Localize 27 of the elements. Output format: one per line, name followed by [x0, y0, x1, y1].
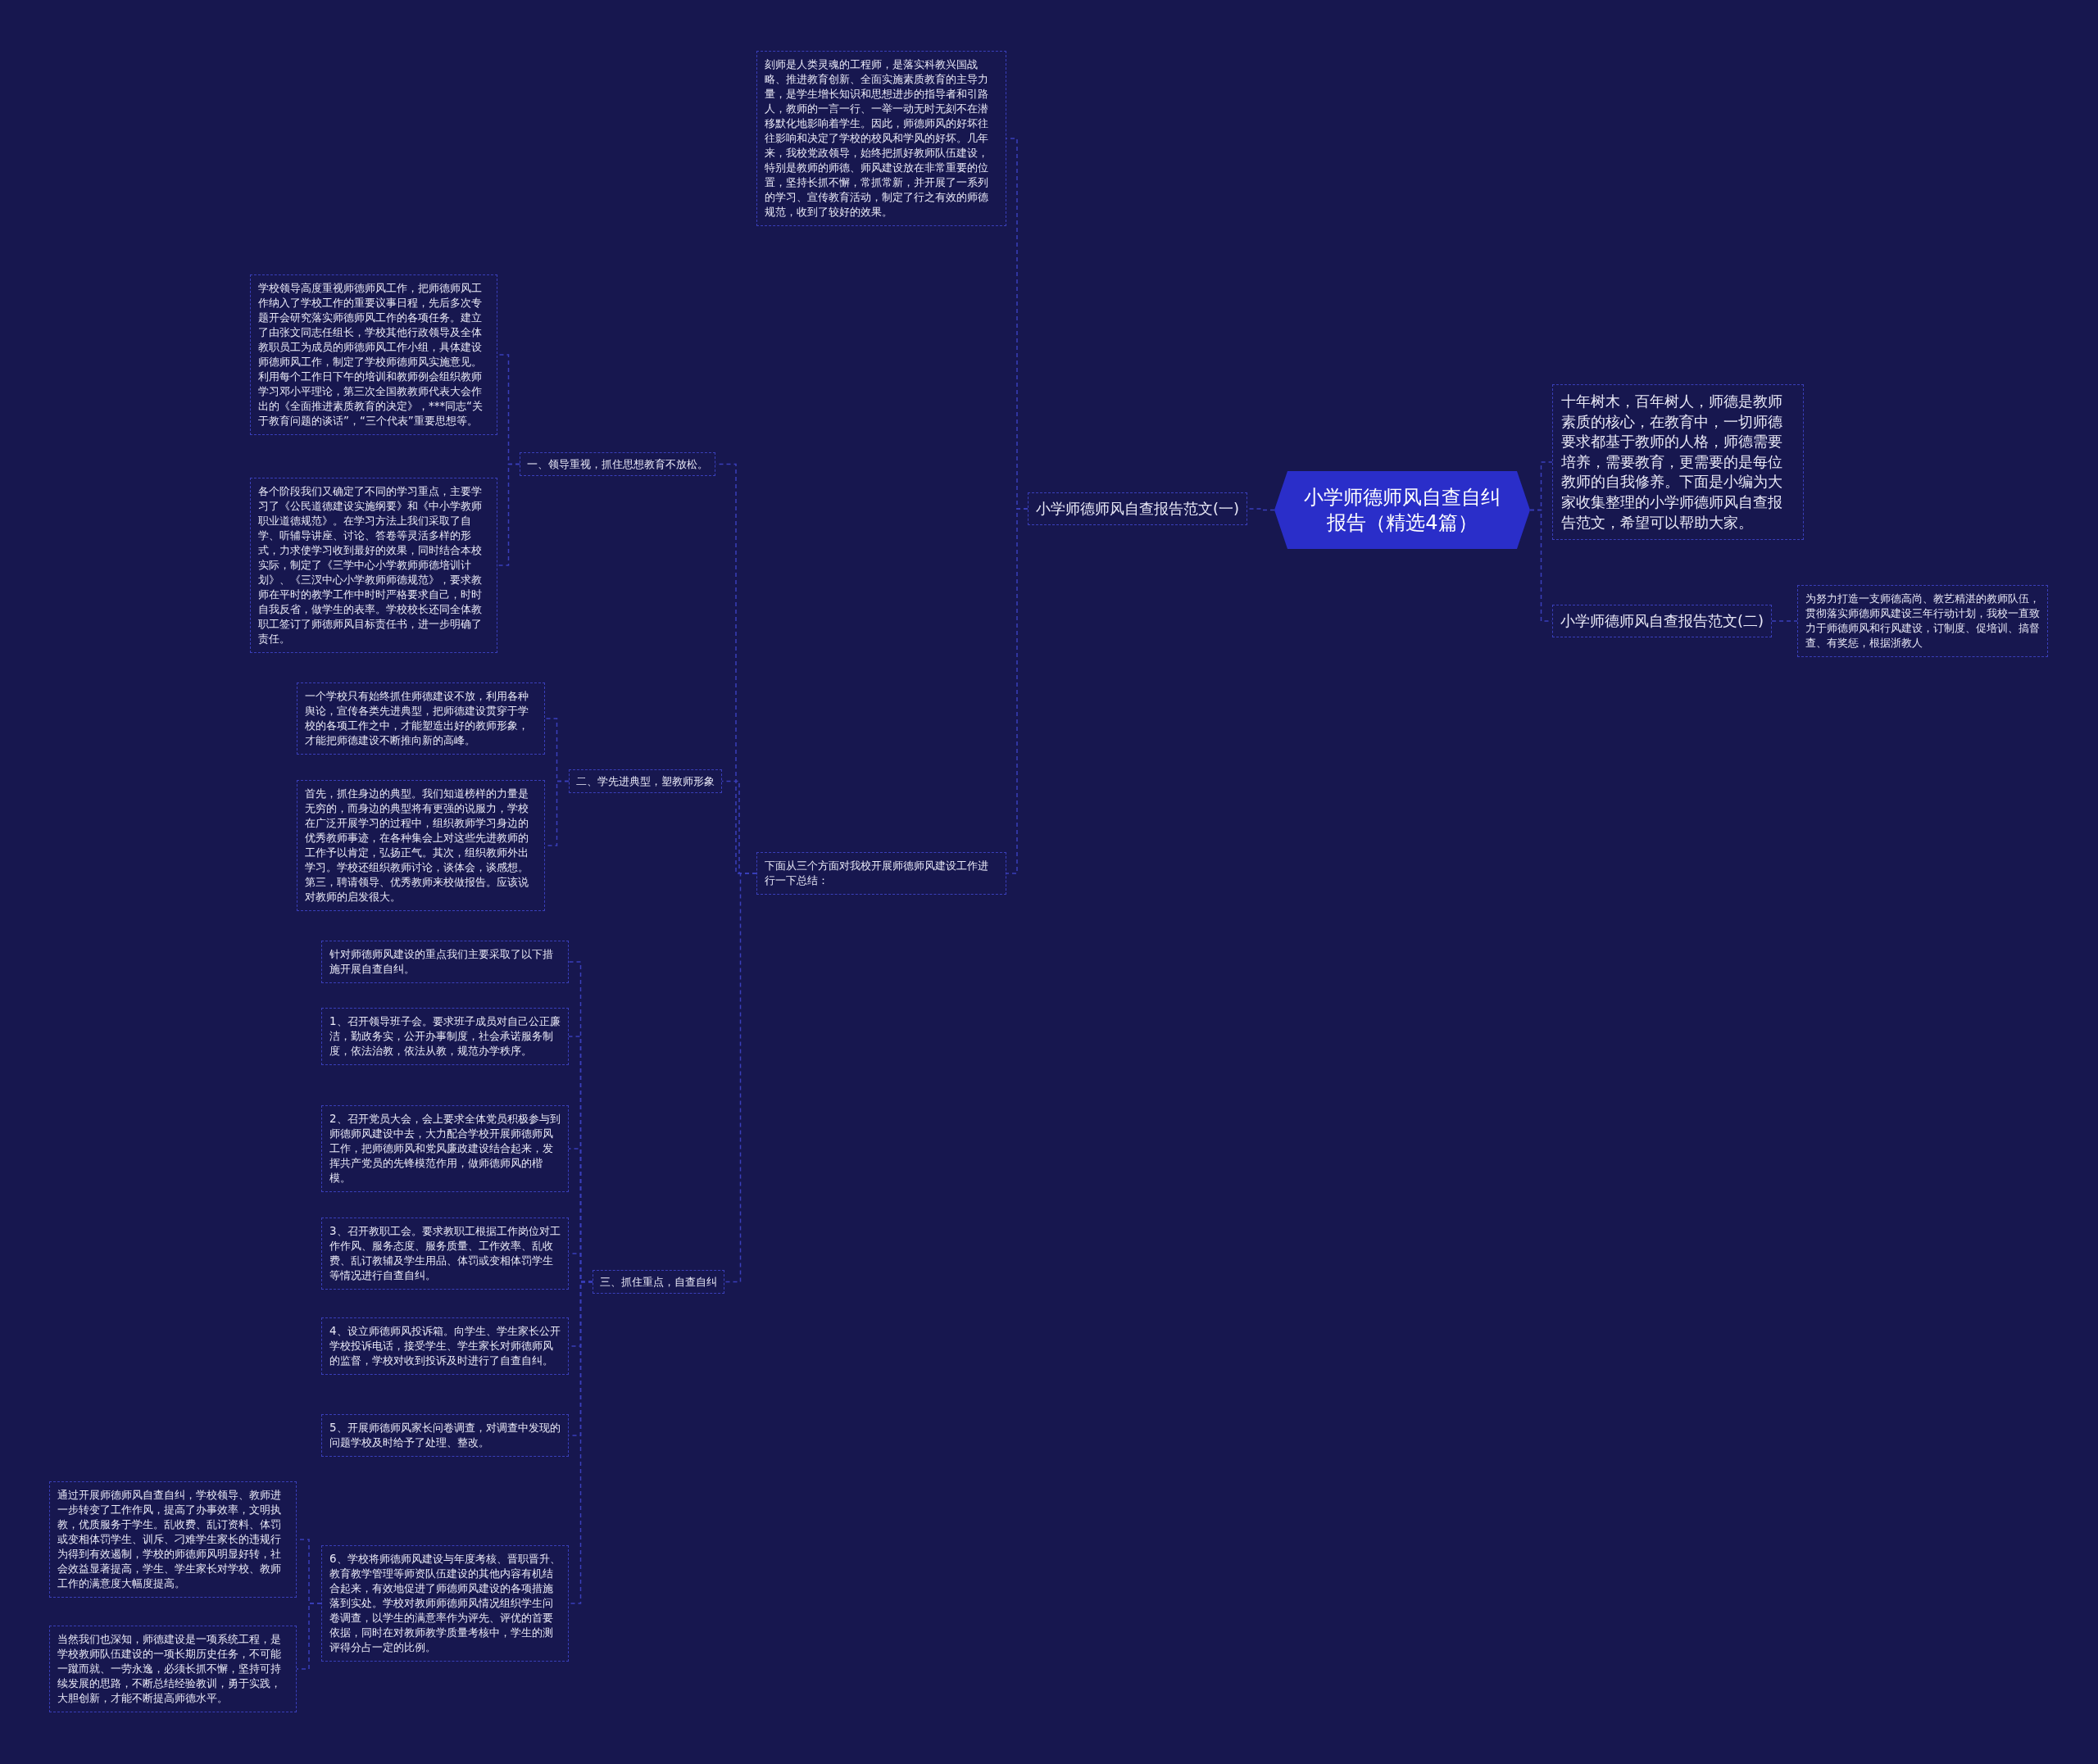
text-box: 通过开展师德师风自查自纠，学校领导、教师进一步转变了工作作风，提高了办事效率，文明执教，优质服务于学生。乱收费、乱订资料、体罚或变相体罚学生、训斥、刁难学生家长的违规行为得到有效遏制，学校的师德师风明显好转，社会效益显著提高，学生、学生家长对学校、教师工作的满意度大幅度提高。 — [49, 1481, 297, 1598]
text-box: 首先，抓住身边的典型。我们知道榜样的力量是无穷的，而身边的典型将有更强的说服力，学校在广泛开展学习的过程中，组织教师学习身边的优秀教师事迹，在各种集会上对这些先进教师的工作予以肯定，弘扬正气。其次，组织教师外出学习。学校还组织教师讨论，谈体会，谈感想。第三，聘请领导、优秀教师来校做报告。应该说对教师的启发很大。 — [297, 780, 545, 911]
text-box: 刻师是人类灵魂的工程师，是落实科教兴国战略、推进教育创新、全面实施素质教育的主导力量，是学生增长知识和思想进步的指导者和引路人，教师的一言一行、一举一动无时无刻不在潜移默化地影响着学生。因此，师德师风的好坏往往影响和决定了学校的校风和学风的好坏。几年来，我校党政领导，始终把抓好教师队伍建设，特别是教师的师德、师风建设放在非常重要的位置，坚持长抓不懈，常抓常新，并开展了一系列的学习、宣传教育活动，制定了行之有效的师德规范，收到了较好的效果。 — [756, 51, 1006, 226]
subtopic-box: 一、领导重视，抓住思想教育不放松。 — [520, 452, 715, 476]
subtopic-box: 二、学先进典型，塑教师形象 — [569, 769, 722, 793]
connector-line — [1006, 508, 1029, 874]
subtopic-box: 三、抓住重点，自查自纠 — [593, 1270, 724, 1294]
text-box: 十年树木，百年树人，师德是教师素质的核心，在教育中，一切师德要求都基于教师的人格，师德需要培养，需要教育，更需要的是每位教师的自我修养。下面是小编为大家收集整理的小学师德师风自查报告范文，希望可以帮助大家。 — [1552, 384, 1804, 541]
text-box: 5、开展师德师风家长问卷调查，对调查中发现的问题学校及时给予了处理、整改。 — [321, 1414, 569, 1457]
text-box: 4、设立师德师风投诉箱。向学生、学生家长公开学校投诉电话，接受学生、学生家长对师德师风的监督，学校对收到投诉及时进行了自查自纠。 — [321, 1317, 569, 1375]
text-box: 3、召开教职工会。要求教职工根据工作岗位对工作作风、服务态度、服务质量、工作效率、乱收费、乱订教辅及学生用品、体罚或变相体罚学生等情况进行自查自纠。 — [321, 1218, 569, 1290]
connector-line — [1771, 620, 1798, 622]
text-box: 各个阶段我们又确定了不同的学习重点，主要学习了《公民道德建设实施纲要》和《中小学教师职业道德规范》。在学习方法上我们采取了自学、听辅导讲座、讨论、答卷等灵活多样的形式，力求使学习收到最好的效果，同时结合本校实际，制定了《三学中心小学教师师德培训计划》、《三汊中心小学教师师德规范》，要求教师在平时的教学工作中时时严格要求自己，时时自我反省，做学生的表率。学校校长还同全体教职工签订了师德师风目标责任书，进一步明确了责任。 — [250, 478, 497, 653]
text-box: 为努力打造一支师德高尚、教艺精湛的教师队伍，贯彻落实师德师风建设三年行动计划，我校一直致力于师德师风和行风建设，订制度、促培训、搞督查、有奖惩，根据浙教人 — [1797, 585, 2048, 657]
text-box: 当然我们也深知，师德建设是一项系统工程，是学校教师队伍建设的一项长期历史任务，不可能一蹴而就、一劳永逸，必须长抓不懈，坚持可持续发展的思路，不断总结经验教训，勇于实践，大胆创新，才能不断提高师德水平。 — [49, 1626, 297, 1712]
connector-line — [497, 463, 520, 566]
branch-topic: 小学师德师风自查报告范文(一) — [1028, 492, 1248, 525]
text-box: 针对师德师风建设的重点我们主要采取了以下措施开展自查自纠。 — [321, 941, 569, 983]
branch-topic: 小学师德师风自查报告范文(二) — [1552, 605, 1773, 637]
text-box: 下面从三个方面对我校开展师德师风建设工作进行一下总结： — [756, 852, 1006, 895]
text-box: 6、学校将师德师风建设与年度考核、晋职晋升、教育教学管理等师资队伍建设的其他内容有机结合起来，有效地促进了师德师风建设的各项措施落到实处。学校对教师师德师风情况组织学生问卷调查，以学生的满意率作为评先、评优的首要依据，同时在对教师教学质量考核中，学生的测评得分占一定的比例。 — [321, 1545, 569, 1662]
text-box: 2、召开党员大会，会上要求全体党员积极参与到师德师风建设中去，大力配合学校开展师德师风工作，把师德师风和党风廉政建设结合起来，发挥共产党员的先锋模范作用，做师德师风的楷模。 — [321, 1105, 569, 1192]
connector-line — [296, 1603, 322, 1670]
text-box: 1、召开领导班子会。要求班子成员对自己公正廉洁，勤政务实，公开办事制度，社会承诺服务制度，依法治教，依法从教，规范办学秩序。 — [321, 1008, 569, 1065]
central-topic: 小学师德师风自查自纠报告（精选4篇） — [1274, 471, 1530, 549]
text-box: 一个学校只有始终抓住师德建设不放，利用各种舆论，宣传各类先进典型，把师德建设贯穿于学校的各项工作之中，才能塑造出好的教师形象，才能把师德建设不断推向新的高峰。 — [297, 682, 545, 755]
text-box: 学校领导高度重视师德师风工作，把师德师风工作纳入了学校工作的重要议事日程，先后多次专题开会研究落实师德师风工作的各项任务。建立了由张文同志任组长，学校其他行政领导及全体教职员工为成员的师德师风工作小组，具体建设师德师风工作，制定了学校师德师风实施意见。利用每个工作日下午的培训和教师例会组织教师学习邓小平理论，第三次全国教教师代表大会作出的《全面推进素质教育的决定》，***同志“关于教育问题的谈话”，“三个代表”重要思想等。 — [250, 274, 497, 435]
